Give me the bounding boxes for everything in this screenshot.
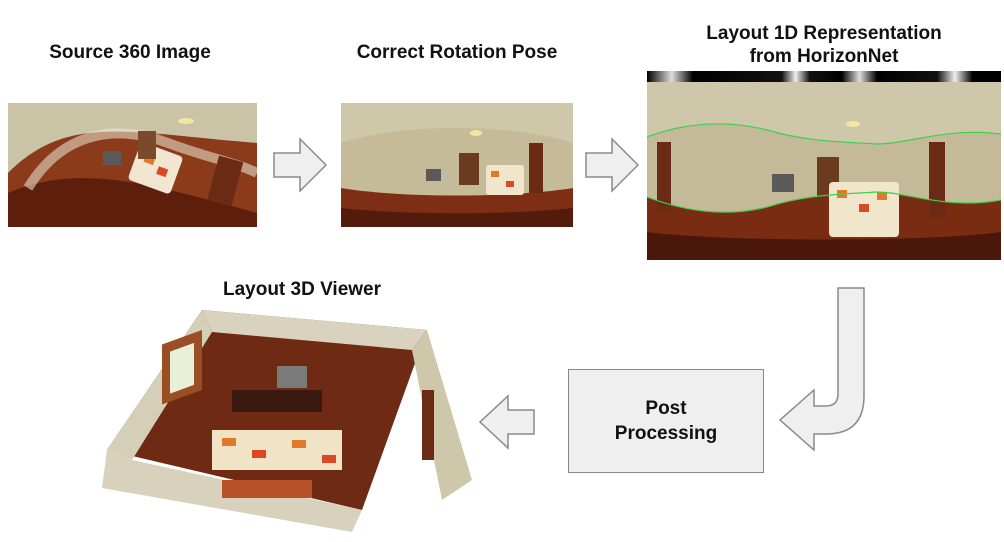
- layout-1d-strip: [647, 70, 1001, 82]
- horizonnet-panorama-art: [647, 82, 1001, 260]
- source-panorama-art: [8, 103, 257, 227]
- layout-1d-title-line1: Layout 1D Representation: [706, 23, 942, 44]
- arrow-right-1: [273, 137, 328, 193]
- rotation-pose-title: Correct Rotation Pose: [356, 42, 558, 63]
- layout-3d-viewer-title: Layout 3D Viewer: [222, 279, 382, 300]
- right-wall: [412, 330, 472, 500]
- layout-3d-viewer: [102, 310, 472, 532]
- rotation-corrected-image: [341, 103, 573, 227]
- arrow-left: [478, 394, 535, 450]
- post-processing-line2: Processing: [614, 423, 718, 444]
- source-image-title: Source 360 Image: [49, 42, 211, 63]
- curved-arrow-down-left: [778, 287, 865, 452]
- layout-1d-title: Layout 1D Representation from HorizonNet: [648, 22, 1000, 68]
- source-360-image: [8, 103, 257, 227]
- corrected-panorama-art: [341, 103, 573, 227]
- post-processing-line1: Post: [645, 398, 687, 419]
- post-processing-box: Post Processing: [568, 369, 764, 473]
- layout-1d-title-line2: from HorizonNet: [749, 46, 899, 67]
- arrow-right-2: [585, 137, 640, 193]
- horizonnet-layout-image: [647, 82, 1001, 260]
